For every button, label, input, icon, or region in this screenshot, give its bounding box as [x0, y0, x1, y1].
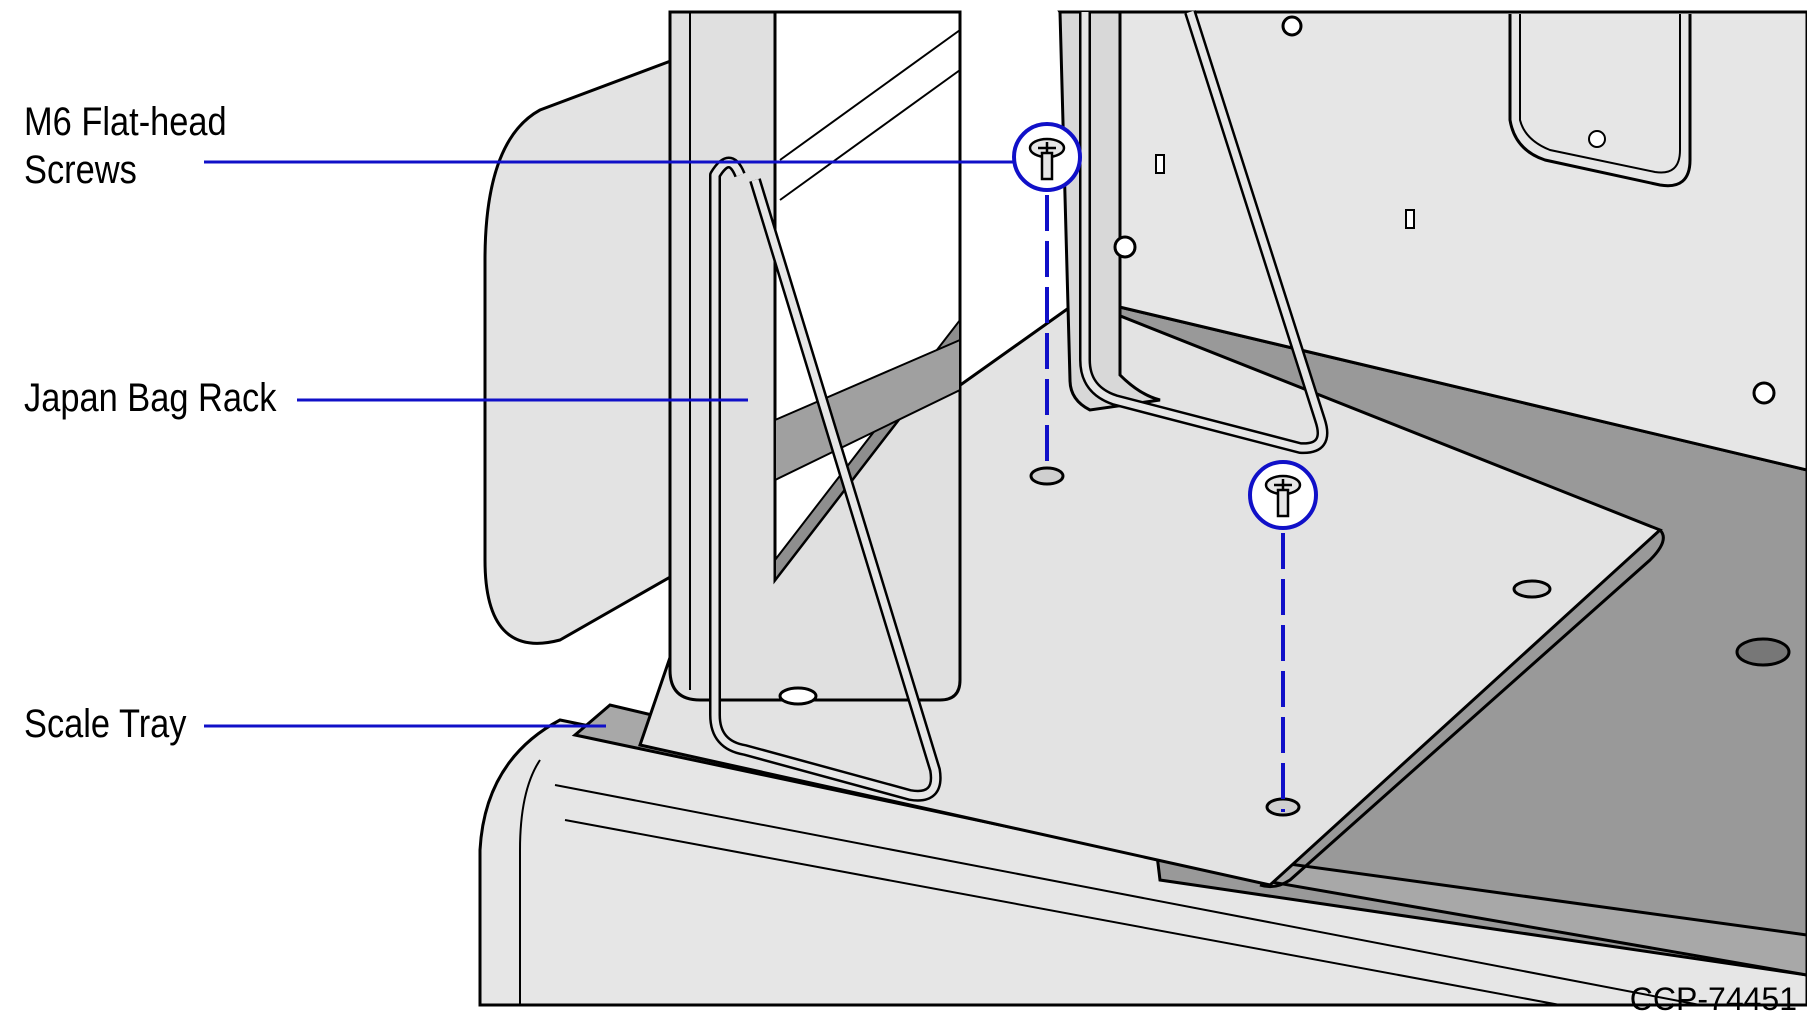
base-enclosure — [478, 718, 1807, 1007]
callout-screws-line1: M6 Flat-head — [24, 100, 227, 144]
screw-bottom — [1248, 460, 1318, 530]
tray-hole — [778, 686, 818, 706]
figure-id: CCP-74451 — [1629, 981, 1797, 1017]
side-panel-left — [483, 47, 702, 645]
callout-scale-tray: Scale Tray — [24, 702, 187, 746]
back-wall-slot — [1155, 154, 1165, 174]
callout-bag-rack: Japan Bag Rack — [24, 376, 277, 420]
mounting-hole — [1265, 797, 1301, 817]
back-wall-hole — [1281, 15, 1303, 37]
back-wall-slot — [1405, 209, 1415, 229]
counter-hole — [1735, 637, 1791, 667]
mounting-hole — [1029, 466, 1065, 486]
back-wall-hole — [1752, 381, 1776, 405]
callout-screws-line2: Screws — [24, 148, 137, 192]
tray-hole — [1512, 579, 1552, 599]
back-wall-screw — [1588, 130, 1606, 148]
back-wall-hole — [1113, 235, 1137, 259]
screw-top — [1012, 122, 1082, 192]
